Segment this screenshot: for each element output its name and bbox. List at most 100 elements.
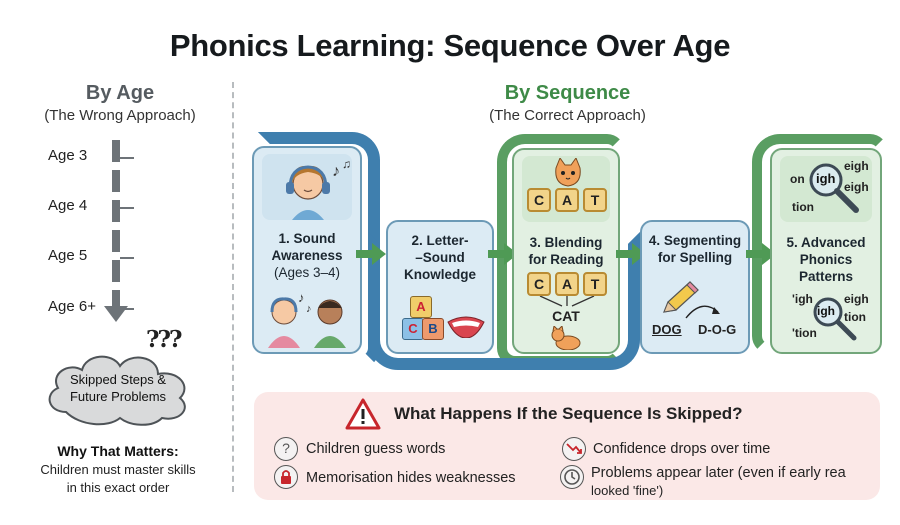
by-age-heading: By Age (85, 82, 155, 104)
step-label: 2. Letter- –Sound Knowledge (390, 232, 490, 283)
panel-title: What Happens If the Sequence Is Skipped? (394, 404, 743, 423)
step-card-sound-awareness: ♪ ♫ 1. Sound Awareness (Ages 3–4) ♪ ♪ (252, 146, 362, 354)
page-title: Phonics Learning: Sequence Over Age (169, 28, 731, 63)
child-listening-picture: ♪ ♫ (262, 154, 352, 220)
age-label: Age 6+ (48, 298, 96, 315)
step-5-frame (752, 134, 888, 354)
age-timeline-arrowhead (104, 306, 128, 322)
step-card-advanced-patterns: eigh on eigh tion igh 5. Advanced Phonic… (770, 148, 882, 354)
letter-tile: T (583, 188, 607, 212)
step-label-line: Knowledge (403, 267, 476, 282)
step-label-line: Phonics (799, 252, 853, 267)
blended-word: CAT (552, 308, 580, 324)
by-age-subheading: (The Wrong Approach) (44, 107, 196, 124)
consequence-item-line: Problems appear later (even if early rea (591, 465, 846, 481)
age-label: Age 4 (48, 197, 88, 214)
step-card-segmenting: 4. Segmenting for Spelling DOG D-O-G (640, 220, 750, 354)
by-sequence-subheading: (The Correct Approach) (489, 107, 646, 124)
step-card-blending: C A T 3. Blending for Reading C A T CAT (512, 148, 620, 354)
svg-text:♪: ♪ (332, 163, 340, 180)
by-sequence-header: By Sequence (The Correct Approach) (410, 82, 725, 124)
step-label-line: Awareness (271, 248, 343, 263)
step-label-line: (Ages 3–4) (273, 265, 341, 280)
why-body-line: Children must master skills (40, 462, 196, 477)
why-it-matters: Why That Matters: Children must master s… (18, 443, 218, 497)
consequence-item: Confidence drops over time (593, 441, 771, 457)
step-label: 1. Sound Awareness (Ages 3–4) (256, 230, 358, 281)
cloud-caption-line: Skipped Steps & (69, 372, 167, 387)
magnifying-glass-icon (809, 163, 859, 213)
letter-tile: C (527, 188, 551, 212)
cloud-caption-line: Future Problems (69, 389, 167, 404)
cloud-caption: Skipped Steps & Future Problems (40, 371, 196, 405)
age-label: Age 3 (48, 147, 88, 164)
letter-block: B (422, 318, 444, 340)
step-label-line: for Spelling (657, 250, 733, 265)
letter-tile: T (583, 272, 607, 296)
pencil-icon (663, 281, 699, 313)
flow-arrow-icon (616, 243, 646, 265)
step-label-line: Patterns (798, 269, 854, 284)
pattern-text: 'igh (792, 292, 813, 306)
by-age-header: By Age (The Wrong Approach) (20, 82, 220, 124)
trend-down-icon (562, 437, 586, 461)
age-tick (120, 157, 134, 159)
step-label: 3. Blending for Reading (516, 234, 616, 268)
svg-text:♫: ♫ (342, 157, 351, 171)
age-tick (120, 308, 134, 310)
age-tick (120, 257, 134, 259)
sitting-cat-icon (551, 326, 581, 350)
question-head-icon: ? (274, 437, 298, 461)
consequence-item: Memorisation hides weaknesses (306, 470, 516, 486)
letter-tile: A (555, 188, 579, 212)
pattern-text: eigh (844, 292, 869, 306)
why-body: Children must master skills in this exac… (18, 461, 218, 497)
whole-word: DOG (652, 322, 682, 337)
step-label-line: 1. Sound (278, 231, 336, 246)
column-divider (232, 82, 234, 492)
pattern-text: 'tion (792, 326, 817, 340)
blend-arrows-icon (539, 296, 595, 307)
flow-arrow-icon (488, 243, 518, 265)
age-label: Age 5 (48, 247, 88, 264)
question-marks: ??? (146, 326, 182, 353)
magnifying-glass-icon (813, 297, 857, 341)
flow-arrow-icon (356, 243, 386, 265)
why-body-line: in this exact order (66, 480, 170, 495)
step-label-line: –Sound (415, 250, 465, 265)
children-sounds-icon: ♪ ♪ (268, 290, 346, 348)
consequence-item: Children guess words (306, 441, 446, 457)
svg-text:♪: ♪ (298, 290, 305, 305)
lock-head-icon (274, 465, 298, 489)
letter-block: A (410, 296, 432, 318)
step-3-lower-frame (368, 232, 640, 370)
pattern-text: on (790, 172, 805, 186)
curved-arrow-icon (685, 305, 720, 319)
step-card-letter-sound: 2. Letter- –Sound Knowledge A C B (386, 220, 494, 354)
clock-icon (560, 465, 584, 489)
age-timeline (112, 140, 120, 308)
segmented-word: D-O-G (698, 322, 737, 337)
step-label: 5. Advanced Phonics Patterns (774, 234, 878, 285)
pattern-text-magnified: igh (816, 171, 836, 186)
step-label-line: 3. Blending (529, 235, 603, 250)
step-label: 4. Segmenting for Spelling (644, 232, 746, 266)
letter-tile: A (555, 272, 579, 296)
pattern-text-magnified: igh (817, 304, 835, 318)
pattern-magnifier-picture: eigh on eigh tion igh (780, 156, 872, 222)
flow-arrow-icon (746, 243, 776, 265)
svg-text:♪: ♪ (306, 303, 312, 315)
pattern-text: tion (844, 310, 866, 324)
pattern-text: tion (792, 200, 814, 214)
warning-icon (345, 398, 381, 430)
why-heading: Why That Matters: (57, 443, 179, 459)
step-label-line: for Reading (528, 252, 604, 267)
pattern-text: eigh (844, 180, 869, 194)
letter-tile: C (527, 272, 551, 296)
consequence-item: Problems appear later (even if early rea… (591, 465, 846, 499)
pattern-text: eigh (844, 159, 869, 173)
step-label-line: 2. Letter- (411, 233, 469, 248)
child-headphones-icon: ♪ ♫ (286, 157, 351, 220)
cat-face-icon (555, 158, 581, 187)
age-tick (120, 207, 134, 209)
